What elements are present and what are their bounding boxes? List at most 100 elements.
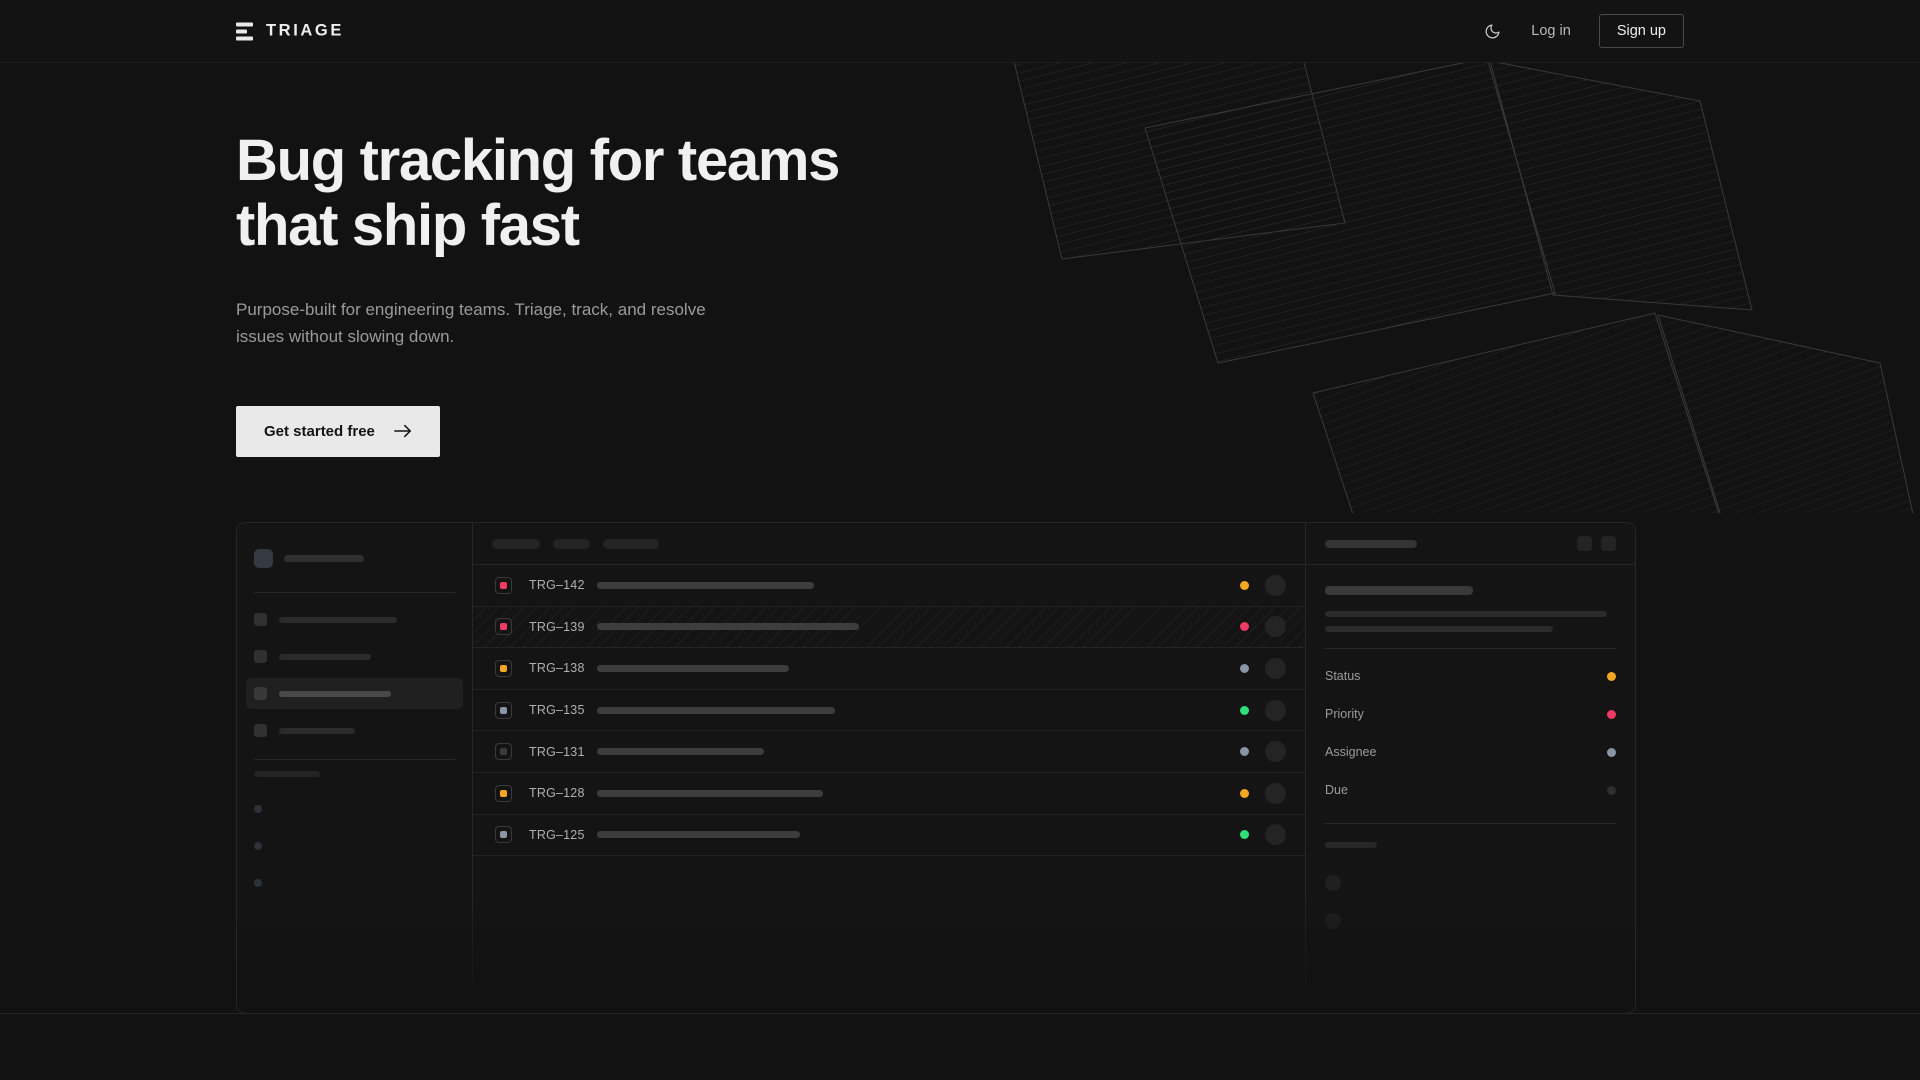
- status-badge: [1607, 671, 1616, 681]
- status-dot: [1240, 580, 1249, 590]
- issue-id: TRG–138: [529, 661, 585, 676]
- priority-icon: [495, 618, 512, 636]
- activity-divider: [1325, 823, 1616, 824]
- assignee-badge: [1607, 747, 1616, 757]
- issue-title-placeholder: [597, 831, 800, 839]
- avatar: [1265, 657, 1286, 679]
- hero-content: Bug tracking for teams that ship fast Pu…: [236, 128, 996, 457]
- sidebar-item-2[interactable]: [246, 641, 463, 672]
- detail-divider: [1325, 648, 1616, 649]
- dot-icon: [254, 842, 262, 850]
- avatar: [1265, 616, 1286, 638]
- due-badge: [1607, 785, 1616, 795]
- table-row[interactable]: TRG–135: [473, 690, 1305, 732]
- detail-description-line: [1325, 626, 1553, 632]
- issue-list-panel: TRG–142 TRG–139 TRG–138 TRG–135: [473, 523, 1306, 1013]
- headline-line-2: that ship fast: [236, 192, 580, 258]
- meta-row-status[interactable]: Status: [1325, 657, 1616, 695]
- filter-chip-1[interactable]: [492, 538, 540, 549]
- priority-icon: [495, 826, 512, 844]
- avatar: [1325, 875, 1341, 891]
- list-toolbar: [473, 523, 1305, 565]
- footer-divider: [0, 1013, 1920, 1014]
- activity-item-1: [1325, 864, 1616, 902]
- table-row[interactable]: TRG–128: [473, 773, 1305, 815]
- meta-row-due[interactable]: Due: [1325, 771, 1616, 809]
- issue-title-placeholder: [597, 664, 789, 672]
- avatar: [1265, 782, 1286, 804]
- issue-id: TRG–131: [529, 744, 585, 759]
- priority-icon: [495, 784, 512, 802]
- filter-chip-2[interactable]: [553, 538, 590, 549]
- issue-id: TRG–128: [529, 786, 585, 801]
- sidebar-mini-item-2[interactable]: [254, 831, 455, 861]
- issue-id: TRG–135: [529, 703, 585, 718]
- sidebar-item-4[interactable]: [246, 715, 463, 746]
- meta-label: Priority: [1325, 707, 1364, 721]
- sidebar-mini-item-3[interactable]: [254, 868, 455, 898]
- avatar: [1325, 913, 1341, 929]
- table-row[interactable]: TRG–131: [473, 731, 1305, 773]
- sidebar-section-label: [254, 771, 320, 777]
- detail-header: [1306, 523, 1635, 565]
- sidebar-item-label: [279, 690, 391, 697]
- login-link[interactable]: Log in: [1531, 23, 1571, 39]
- detail-description-line: [1325, 611, 1607, 617]
- detail-action-button-1[interactable]: [1577, 536, 1592, 551]
- status-dot: [1240, 622, 1249, 632]
- meta-row-assignee[interactable]: Assignee: [1325, 733, 1616, 771]
- meta-label: Status: [1325, 669, 1361, 683]
- sidebar-item-label: [279, 616, 397, 623]
- meta-label: Due: [1325, 783, 1348, 797]
- detail-action-button-2[interactable]: [1601, 536, 1616, 551]
- issue-id: TRG–139: [529, 619, 585, 634]
- activity-item-2: [1325, 902, 1616, 940]
- issue-title-placeholder: [597, 623, 859, 631]
- site-header: TRIAGE Log in Sign up: [0, 0, 1920, 63]
- table-row[interactable]: TRG–142: [473, 565, 1305, 607]
- priority-badge: [1607, 709, 1616, 719]
- workspace-square-icon: [254, 548, 273, 568]
- sidebar-item-icon: [254, 650, 267, 663]
- avatar: [1265, 824, 1286, 846]
- sidebar-item-icon: [254, 687, 267, 700]
- detail-body: Status Priority Assignee Due: [1306, 565, 1635, 940]
- mockup-sidebar: [237, 523, 473, 1013]
- avatar: [1265, 574, 1286, 596]
- table-row[interactable]: TRG–138: [473, 648, 1305, 690]
- header-actions: Log in Sign up: [1481, 14, 1684, 48]
- sidebar-item-icon: [254, 724, 267, 737]
- subheading-line-1: Purpose-built for engineering teams. Tri…: [236, 299, 647, 319]
- page-title: Bug tracking for teams that ship fast: [236, 128, 996, 259]
- sidebar-item-3-active[interactable]: [246, 678, 463, 709]
- sidebar-mini-item-1[interactable]: [254, 794, 455, 824]
- sidebar-item-label: [279, 653, 371, 660]
- avatar: [1265, 699, 1286, 721]
- headline-line-1: Bug tracking for teams: [236, 128, 840, 193]
- detail-heading-placeholder: [1325, 586, 1473, 595]
- status-dot: [1240, 663, 1249, 673]
- brand-logo[interactable]: TRIAGE: [236, 22, 344, 41]
- signup-button[interactable]: Sign up: [1598, 14, 1684, 48]
- arrow-right-icon: [394, 424, 412, 438]
- issue-detail-panel: Status Priority Assignee Due: [1306, 523, 1635, 1013]
- table-row-selected[interactable]: TRG–139: [473, 606, 1305, 649]
- table-row[interactable]: TRG–125: [473, 815, 1305, 857]
- workspace-switcher[interactable]: [254, 537, 455, 579]
- status-dot: [1240, 830, 1249, 840]
- filter-chip-3[interactable]: [603, 538, 659, 549]
- sidebar-item-1[interactable]: [246, 604, 463, 635]
- avatar: [1265, 741, 1286, 763]
- priority-icon: [495, 743, 512, 761]
- status-dot: [1240, 788, 1249, 798]
- hero-subheading: Purpose-built for engineering teams. Tri…: [236, 296, 716, 351]
- meta-row-priority[interactable]: Priority: [1325, 695, 1616, 733]
- issue-id: TRG–142: [529, 578, 585, 593]
- activity-section-label: [1325, 842, 1377, 848]
- get-started-button[interactable]: Get started free: [236, 405, 440, 457]
- get-started-label: Get started free: [264, 422, 375, 440]
- stacked-bars-logo-icon: [236, 22, 253, 40]
- detail-title-placeholder: [1325, 539, 1417, 548]
- hero-section: Bug tracking for teams that ship fast Pu…: [0, 63, 1920, 513]
- moon-icon[interactable]: [1481, 20, 1503, 42]
